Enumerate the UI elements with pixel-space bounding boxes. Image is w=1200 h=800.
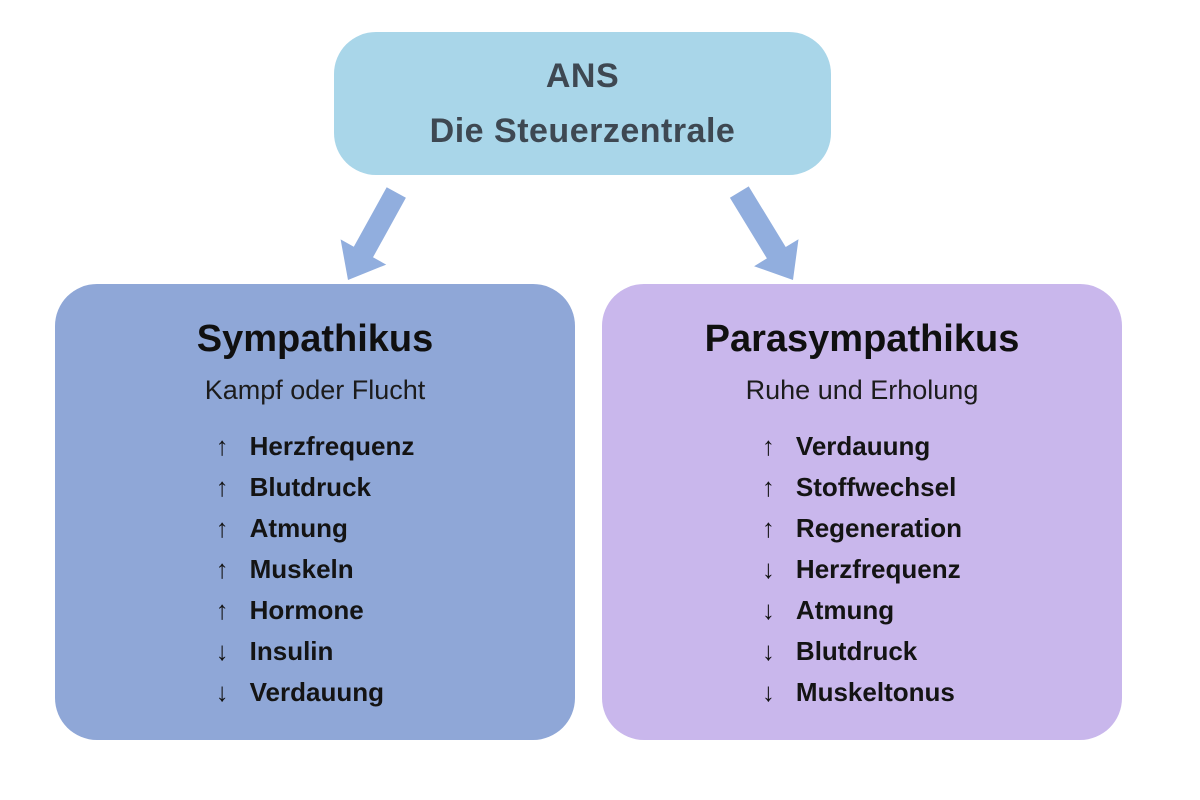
effect-label: Muskeltonus [795, 677, 955, 707]
effect-list-item: ↑ Stoffwechsel [762, 467, 962, 508]
direction-arrow-icon: ↓ [761, 636, 775, 666]
effect-label: Blutdruck [249, 472, 371, 502]
effect-list-item: ↑ Verdauung [762, 426, 962, 467]
parasympathikus-title: Parasympathikus [704, 318, 1020, 360]
effect-list-item: ↓ Verdauung [216, 672, 415, 713]
effect-label: Herzfrequenz [795, 554, 961, 584]
right-branch-arrow-icon [729, 186, 799, 280]
direction-arrow-icon: ↑ [215, 472, 229, 502]
left-branch-arrow-icon [340, 187, 406, 280]
direction-arrow-icon: ↓ [215, 677, 229, 707]
effect-list-item: ↑ Atmung [216, 508, 415, 549]
sympathikus-box: Sympathikus Kampf oder Flucht ↑ Herzfrequ… [55, 284, 575, 740]
parasympathikus-subtitle: Ruhe und Erholung [745, 375, 979, 405]
effect-label: Verdauung [795, 431, 931, 461]
direction-arrow-icon: ↓ [761, 554, 775, 584]
effect-label: Herzfrequenz [249, 431, 415, 461]
direction-arrow-icon: ↑ [761, 431, 775, 461]
direction-arrow-icon: ↑ [215, 554, 229, 584]
effect-list-item: ↓ Atmung [762, 590, 962, 631]
effect-list-item: ↓ Insulin [216, 631, 415, 672]
effect-list-item: ↓ Muskeltonus [762, 672, 962, 713]
direction-arrow-icon: ↑ [215, 595, 229, 625]
effect-label: Atmung [795, 595, 895, 625]
effect-list-item: ↑ Hormone [216, 590, 415, 631]
header-title-line2: Die Steuerzentrale [429, 111, 736, 150]
effect-list-item: ↓ Herzfrequenz [762, 549, 962, 590]
header-title-line1: ANS [545, 56, 620, 95]
effect-list-item: ↑ Muskeln [216, 549, 415, 590]
direction-arrow-icon: ↓ [215, 636, 229, 666]
effect-label: Blutdruck [795, 636, 918, 666]
effect-label: Hormone [249, 595, 364, 625]
effect-list-item: ↓ Blutdruck [762, 631, 962, 672]
effect-label: Muskeln [249, 554, 354, 584]
direction-arrow-icon: ↓ [761, 595, 775, 625]
sympathikus-title: Sympathikus [196, 318, 434, 360]
effect-label: Insulin [249, 636, 334, 666]
parasympathikus-effect-list: ↑ Verdauung ↑ Stoffwechsel ↑ Regeneration ↓… [762, 426, 962, 713]
effect-label: Verdauung [249, 677, 384, 707]
direction-arrow-icon: ↓ [761, 677, 775, 707]
sympathikus-subtitle: Kampf oder Flucht [204, 375, 426, 405]
effect-label: Stoffwechsel [795, 472, 957, 502]
direction-arrow-icon: ↑ [215, 431, 229, 461]
effect-list-item: ↑ Blutdruck [216, 467, 415, 508]
sympathikus-effect-list: ↑ Herzfrequenz ↑ Blutdruck ↑ Atmung ↑ Muskel… [216, 426, 415, 713]
ans-header-box: ANS Die Steuerzentrale [334, 32, 831, 175]
effect-label: Atmung [249, 513, 348, 543]
direction-arrow-icon: ↑ [215, 513, 229, 543]
direction-arrow-icon: ↑ [761, 513, 775, 543]
parasympathikus-box: Parasympathikus Ruhe und Erholung ↑ Verda… [602, 284, 1122, 740]
effect-list-item: ↑ Herzfrequenz [216, 426, 415, 467]
effect-label: Regeneration [795, 513, 963, 543]
effect-list-item: ↑ Regeneration [762, 508, 962, 549]
direction-arrow-icon: ↑ [761, 472, 775, 502]
